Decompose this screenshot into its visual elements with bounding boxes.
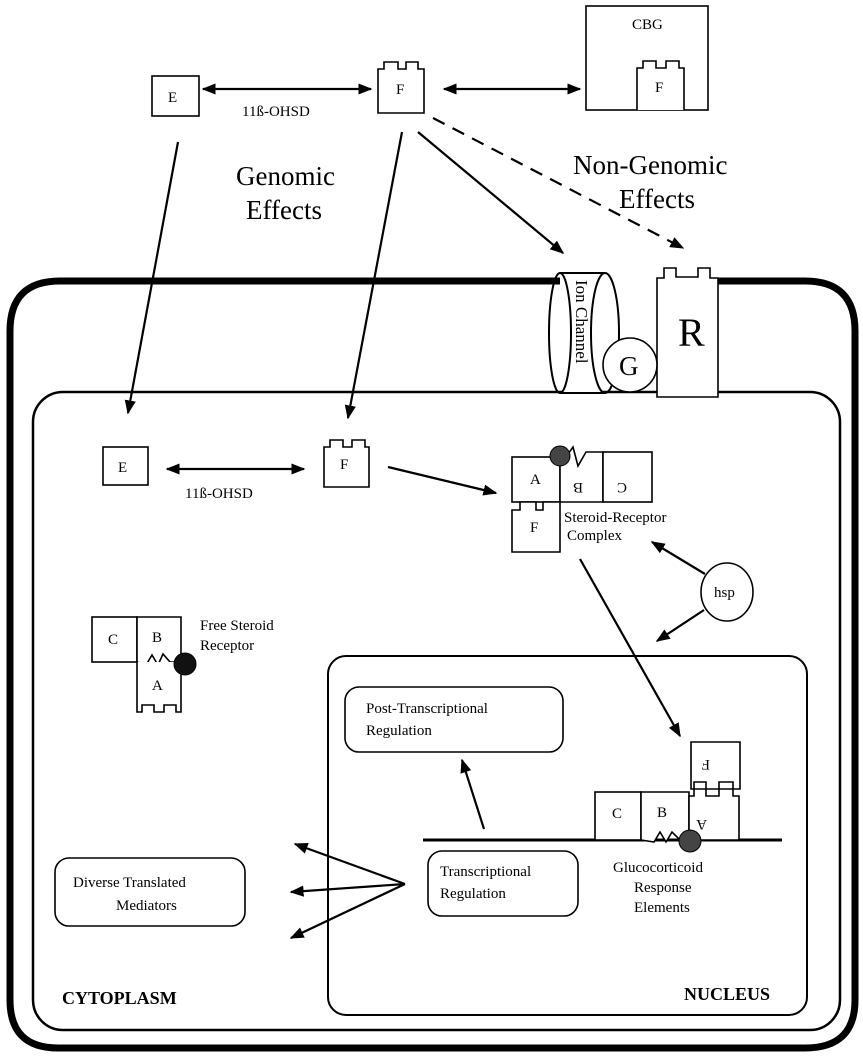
f-to-receptor-dashed-arrow xyxy=(432,117,685,249)
post-transcriptional-line1: Post-Transcriptional xyxy=(366,701,488,717)
gre-receptor-c-label: C xyxy=(612,806,622,822)
ohsd-label-outside: 11ß-OHSD xyxy=(242,104,310,120)
complex-to-nucleus-arrow xyxy=(579,558,681,738)
hsp-ellipse xyxy=(700,562,754,622)
post-transcriptional-line2: Regulation xyxy=(366,723,432,739)
receptor-r: R xyxy=(656,267,719,398)
diverse-mediators-box xyxy=(54,857,246,927)
cortisone-e-outside-label: E xyxy=(168,90,177,106)
genomic-effects-line1: Genomic xyxy=(236,161,335,191)
cell-membrane xyxy=(6,277,859,1052)
transcriptional-line2: Regulation xyxy=(440,886,506,902)
nucleus-boundary xyxy=(327,655,808,1016)
cortisol-f-inside xyxy=(323,439,370,488)
gre-receptor-b-label: B xyxy=(657,805,667,821)
mediator-arrow-top xyxy=(293,842,406,886)
steroid-receptor-label-line2: Complex xyxy=(567,528,622,544)
ion-channel-label: Ion Channel xyxy=(572,280,591,364)
non-genomic-effects-line2: Effects xyxy=(619,184,695,214)
non-genomic-effects-line1: Non-Genomic xyxy=(573,150,727,180)
f-to-ion-channel-arrow xyxy=(417,131,565,254)
f-entry-arrow xyxy=(344,131,404,420)
gre-receptor-f-label: F xyxy=(702,756,710,772)
steroid-receptor-label-line1: Steroid-Receptor xyxy=(564,510,666,526)
gre-bound-receptor: C B A F xyxy=(594,741,741,853)
gre-label-line1: Glucocorticoid xyxy=(613,860,703,876)
cortisone-e-inside xyxy=(102,446,149,486)
free-steroid-receptor: C B A xyxy=(91,616,197,713)
cortisol-f-outside xyxy=(377,61,425,114)
cortisone-e-inside-label: E xyxy=(118,460,127,476)
nucleus-label: NUCLEUS xyxy=(684,984,770,1004)
complex-a-label: A xyxy=(530,472,541,488)
hsp-label: hsp xyxy=(714,585,735,601)
f-to-complex-arrow xyxy=(387,465,498,496)
complex-c-label: C xyxy=(617,479,627,495)
cbg-bound-f-label: F xyxy=(655,80,663,96)
steroid-receptor-complex: A B C F xyxy=(511,445,653,553)
ion-channel: Ion Channel xyxy=(548,272,620,394)
free-receptor-c-label: C xyxy=(108,632,118,648)
diverse-mediators-line1: Diverse Translated xyxy=(73,875,186,891)
mediator-arrow-bottom xyxy=(289,883,406,939)
receptor-r-label: R xyxy=(678,310,705,355)
post-transcriptional-box xyxy=(344,686,564,753)
complex-b-label: B xyxy=(573,479,583,495)
gre-label-line2: Response xyxy=(634,880,692,896)
mediator-arrow-middle xyxy=(289,882,406,897)
cbg-bound-f xyxy=(636,60,685,110)
g-protein-label: G xyxy=(619,351,639,381)
free-receptor-a-label: A xyxy=(152,678,163,694)
transcriptional-line1: Transcriptional xyxy=(440,864,531,880)
cortisol-f-inside-label: F xyxy=(340,457,348,473)
g-protein: G xyxy=(602,337,658,393)
genomic-effects-line2: Effects xyxy=(246,195,322,225)
cytoplasm-label: CYTOPLASM xyxy=(62,988,177,1008)
hsp-release-arrow xyxy=(655,609,705,642)
complex-f-label: F xyxy=(530,520,538,536)
hsp-to-complex-arrow xyxy=(650,541,706,575)
gre-label-line3: Elements xyxy=(634,900,690,916)
e-entry-arrow xyxy=(124,141,180,415)
free-steroid-label-line1: Free Steroid xyxy=(200,618,274,634)
cytoplasm-boundary xyxy=(31,390,842,1032)
cbg-label: CBG xyxy=(632,17,663,33)
diverse-mediators-line2: Mediators xyxy=(116,898,177,914)
free-steroid-label-line2: Receptor xyxy=(200,638,254,654)
cortisol-f-outside-label: F xyxy=(396,82,404,98)
free-receptor-b-label: B xyxy=(152,630,162,646)
ohsd-label-inside: 11ß-OHSD xyxy=(185,486,253,502)
transcriptional-box xyxy=(427,850,579,917)
gre-receptor-a-label: A xyxy=(696,816,707,832)
transcription-to-post-arrow xyxy=(460,758,486,830)
cortisone-e-outside xyxy=(151,75,200,117)
